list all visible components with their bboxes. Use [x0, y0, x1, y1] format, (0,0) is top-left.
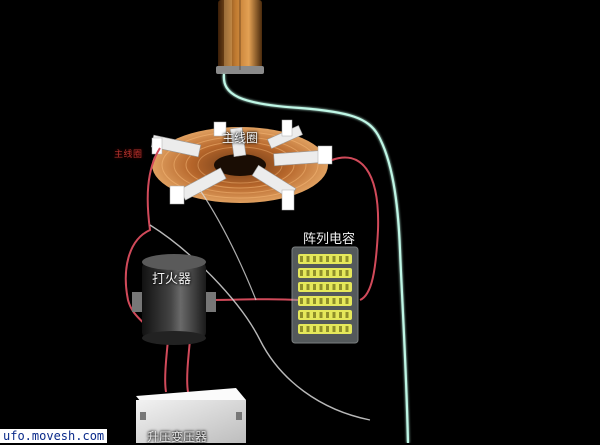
secondary-coil: [216, 0, 264, 74]
capacitor-row: [298, 310, 352, 320]
capacitor-row: [298, 254, 352, 264]
spark-gap-label: 打火器: [152, 272, 192, 287]
ground-wire: [222, 73, 410, 443]
step-up-transformer: [136, 388, 246, 443]
spark-gap: [132, 254, 216, 345]
watermark-link[interactable]: ufo.movesh.com: [0, 429, 108, 443]
tap-wire: [149, 224, 371, 421]
capacitor-row: [298, 324, 352, 334]
transformer-label: 升压变压器: [147, 430, 208, 444]
capacitor-row: [298, 296, 352, 306]
capacitor-array: [291, 246, 359, 344]
power-wires: [124, 147, 380, 393]
primary-coil: [150, 119, 333, 211]
capacitor-row: [298, 268, 352, 278]
primary-coil-label: 主线圈: [222, 131, 259, 145]
primary-coil-tag: 主线圈: [114, 150, 143, 160]
coil-tap-wire: [199, 189, 257, 301]
capacitor-array-label: 阵列电容: [303, 232, 356, 247]
capacitor-row: [298, 282, 352, 292]
